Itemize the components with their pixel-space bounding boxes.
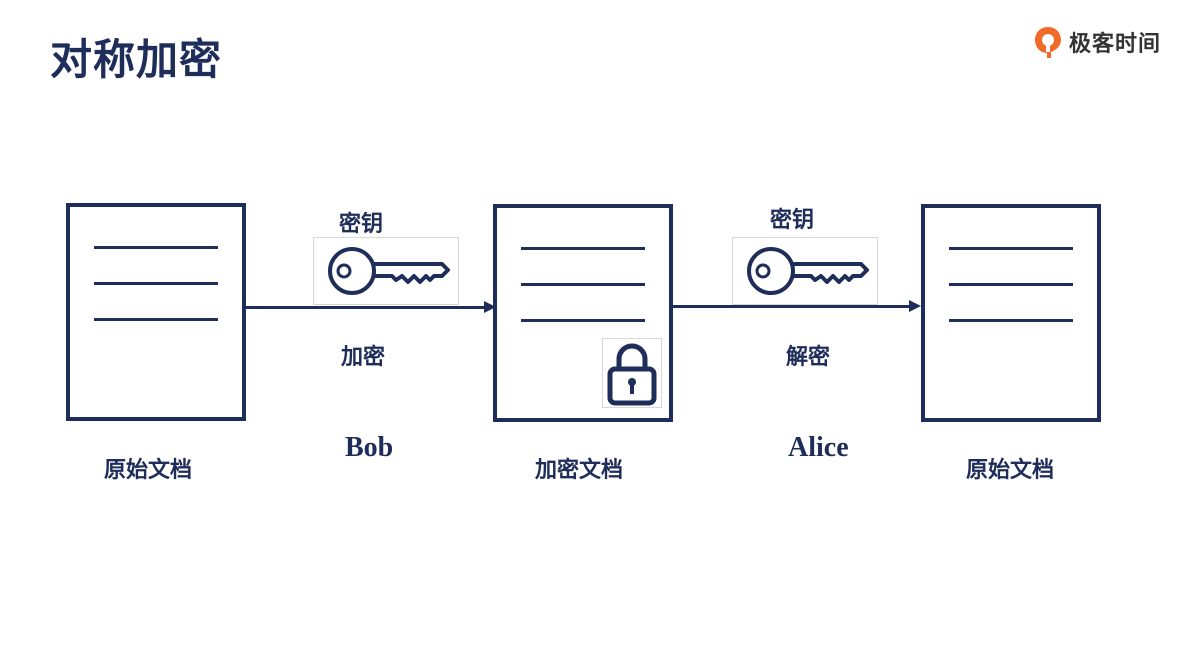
actor-bob: Bob: [345, 432, 394, 463]
original-document-left: [66, 203, 246, 421]
text-line: [521, 247, 645, 250]
original-document-right-label: 原始文档: [966, 458, 1055, 483]
decrypt-arrow: [673, 305, 909, 308]
key-image-encrypt: [313, 237, 459, 305]
geekbang-logo-icon: [1035, 27, 1061, 58]
encrypted-document-label: 加密文档: [535, 458, 624, 483]
page-title: 对称加密: [50, 35, 223, 84]
encrypted-document: [493, 204, 673, 422]
text-line: [521, 319, 645, 322]
encrypt-arrow: [246, 306, 484, 309]
original-document-left-label: 原始文档: [104, 458, 193, 483]
key-icon: [747, 247, 869, 295]
text-line: [94, 318, 218, 321]
decrypt-action-label: 解密: [786, 345, 831, 370]
lock-image: [602, 338, 662, 408]
key-label-decrypt: 密钥: [770, 208, 815, 233]
actor-alice: Alice: [788, 432, 849, 463]
brand-logo: 极客时间: [1033, 24, 1161, 60]
text-line: [94, 246, 218, 249]
key-icon: [328, 247, 450, 295]
text-line: [521, 283, 645, 286]
key-label-encrypt: 密钥: [339, 212, 384, 237]
decrypt-arrow-head: [909, 300, 921, 312]
text-line: [949, 247, 1073, 250]
encrypt-action-label: 加密: [341, 345, 386, 370]
text-line: [949, 283, 1073, 286]
key-image-decrypt: [732, 237, 878, 305]
text-line: [949, 319, 1073, 322]
original-document-right: [921, 204, 1101, 422]
lock-icon: [607, 343, 657, 406]
logo-text: 极客时间: [1069, 32, 1162, 57]
text-line: [94, 282, 218, 285]
